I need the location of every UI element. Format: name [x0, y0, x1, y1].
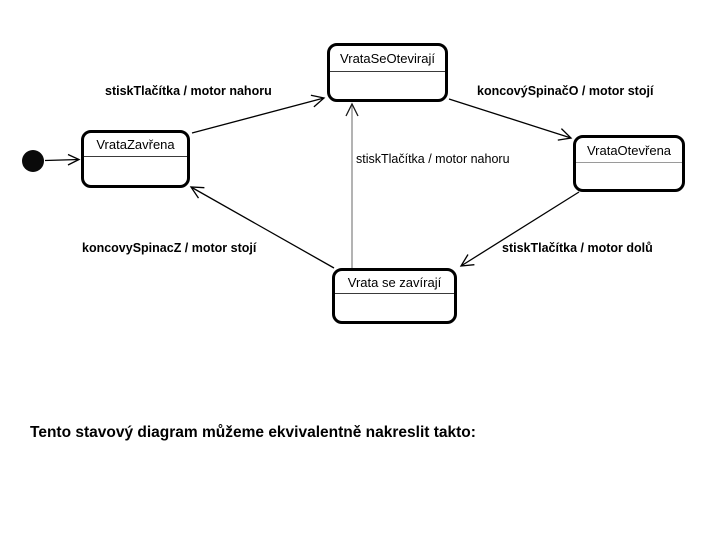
transition-arrow-open-to-closing	[459, 191, 580, 267]
transition-label-open-to-closing: stiskTlačítka / motor dolů	[502, 241, 653, 255]
state-label-closing: Vrata se zavírají	[335, 271, 454, 294]
state-box-closing: Vrata se zavírají	[332, 268, 457, 324]
state-label-open: VrataOtevřena	[576, 138, 682, 163]
transition-label-closed-to-opening: stiskTlačítka / motor nahoru	[105, 84, 272, 98]
transition-label-opening-to-open: koncovýSpinačO / motor stojí	[477, 84, 654, 98]
state-box-closed: VrataZavřena	[81, 130, 190, 188]
state-label-closed: VrataZavřena	[84, 133, 187, 157]
initial-transition-arrow	[44, 153, 81, 166]
initial-state-dot	[22, 150, 44, 172]
transition-arrow-closed-to-opening	[191, 94, 326, 134]
caption-text: Tento stavový diagram můžeme ekvivalentn…	[30, 424, 476, 441]
transition-label-closing-to-opening: stiskTlačítka / motor nahoru	[356, 152, 510, 166]
transition-label-closing-to-closed: koncovySpinacZ / motor stojí	[82, 241, 257, 255]
transitions-layer	[22, 94, 580, 269]
transition-arrow-opening-to-open	[448, 98, 573, 141]
state-label-opening: VrataSeOtevirají	[330, 46, 445, 72]
state-box-opening: VrataSeOtevirají	[327, 43, 448, 102]
transition-arrow-closing-to-closed	[189, 186, 335, 269]
transition-arrow-closing-to-opening	[345, 102, 359, 268]
state-box-open: VrataOtevřena	[573, 135, 685, 192]
